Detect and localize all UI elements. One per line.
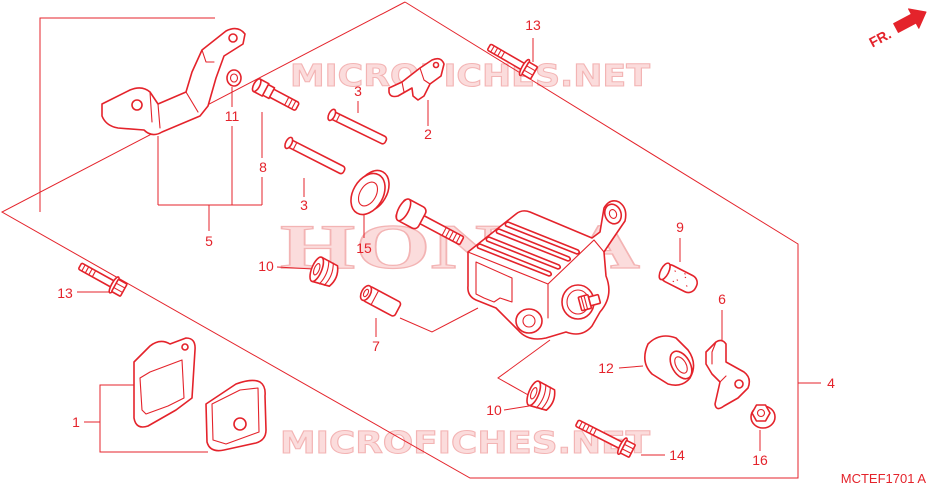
slide-sleeve xyxy=(359,284,402,317)
front-arrow-icon xyxy=(893,8,927,33)
callout-label: 4 xyxy=(827,375,835,391)
pad-spring-clip xyxy=(388,57,445,101)
slide-pin-boot-lower xyxy=(526,380,556,411)
washer xyxy=(226,69,242,87)
piston-seal xyxy=(350,169,390,216)
bleeder-valve xyxy=(577,293,602,312)
flange-bolt-top xyxy=(486,43,538,80)
callout-label: 10 xyxy=(486,402,502,418)
pad-pin-lower xyxy=(284,136,346,175)
callout-label: 2 xyxy=(424,126,432,142)
front-direction-indicator: FR. xyxy=(866,8,927,51)
slide-pin xyxy=(395,198,465,246)
cooling-fin xyxy=(476,243,553,277)
leader-line xyxy=(503,405,530,411)
diagram-code: MCTEF1701 A xyxy=(841,471,927,486)
pad-window xyxy=(475,261,513,303)
flange-nut xyxy=(750,404,776,429)
cooling-fin xyxy=(504,221,581,255)
slide-pin-lug xyxy=(603,203,623,225)
callout-label: 14 xyxy=(669,447,685,463)
callout-label: 3 xyxy=(300,197,308,213)
caliper-bolt xyxy=(575,419,636,458)
watermark-site-bottom: MICROFICHES.NET xyxy=(280,426,651,461)
callout-label: 10 xyxy=(258,258,274,274)
bracket-hole xyxy=(131,99,143,111)
flange-bolt-left xyxy=(78,262,128,297)
slide-pin-boot-upper xyxy=(309,256,339,287)
brake-pad-front xyxy=(133,337,196,428)
parts xyxy=(78,27,776,458)
callout-label: 16 xyxy=(752,452,768,468)
cooling-fin xyxy=(485,236,562,270)
caliper-bracket xyxy=(101,27,246,136)
caliper-assembly-boundary xyxy=(0,1,799,479)
cooling-fin xyxy=(495,228,572,262)
watermarks: MICROFICHES.NET HONDA MICROFICHES.NET xyxy=(279,59,651,462)
brake-caliper-body xyxy=(467,200,627,340)
bracket-hole xyxy=(228,33,238,43)
callout-label: 6 xyxy=(718,291,726,307)
callout-label: 9 xyxy=(676,219,684,235)
pad-pin-upper xyxy=(327,108,388,145)
callout-label: 12 xyxy=(598,360,614,376)
callout-label: 15 xyxy=(356,240,372,256)
callouts: 13 3 11 2 8 3 5 15 9 10 13 6 7 12 4 1 10… xyxy=(57,17,835,468)
bracket-pin xyxy=(251,78,300,111)
bracket-assembly-boundary xyxy=(39,17,215,212)
callout-label: 13 xyxy=(525,17,541,33)
leader-line xyxy=(276,266,314,270)
callout-label: 1 xyxy=(72,414,80,430)
leader-bracket-pads xyxy=(99,384,208,453)
brake-pad-rear xyxy=(205,379,267,452)
piston-dust-cap xyxy=(644,335,695,386)
leader-lines xyxy=(77,38,821,456)
assembly-outline xyxy=(0,1,799,479)
callout-label: 7 xyxy=(372,338,380,354)
callout-label: 13 xyxy=(57,285,73,301)
brake-hose-stay xyxy=(705,339,751,410)
callout-label: 5 xyxy=(205,233,213,249)
callout-label: 8 xyxy=(259,159,267,175)
leader-line xyxy=(618,365,644,369)
bleeder-cap xyxy=(658,262,698,294)
callout-label: 3 xyxy=(354,83,362,99)
callout-label: 11 xyxy=(225,108,240,124)
mount-boss xyxy=(515,308,543,334)
leader-line xyxy=(399,307,479,333)
leader-line xyxy=(497,339,551,397)
watermark-site-top: MICROFICHES.NET xyxy=(290,59,651,94)
front-direction-label: FR. xyxy=(866,26,893,51)
